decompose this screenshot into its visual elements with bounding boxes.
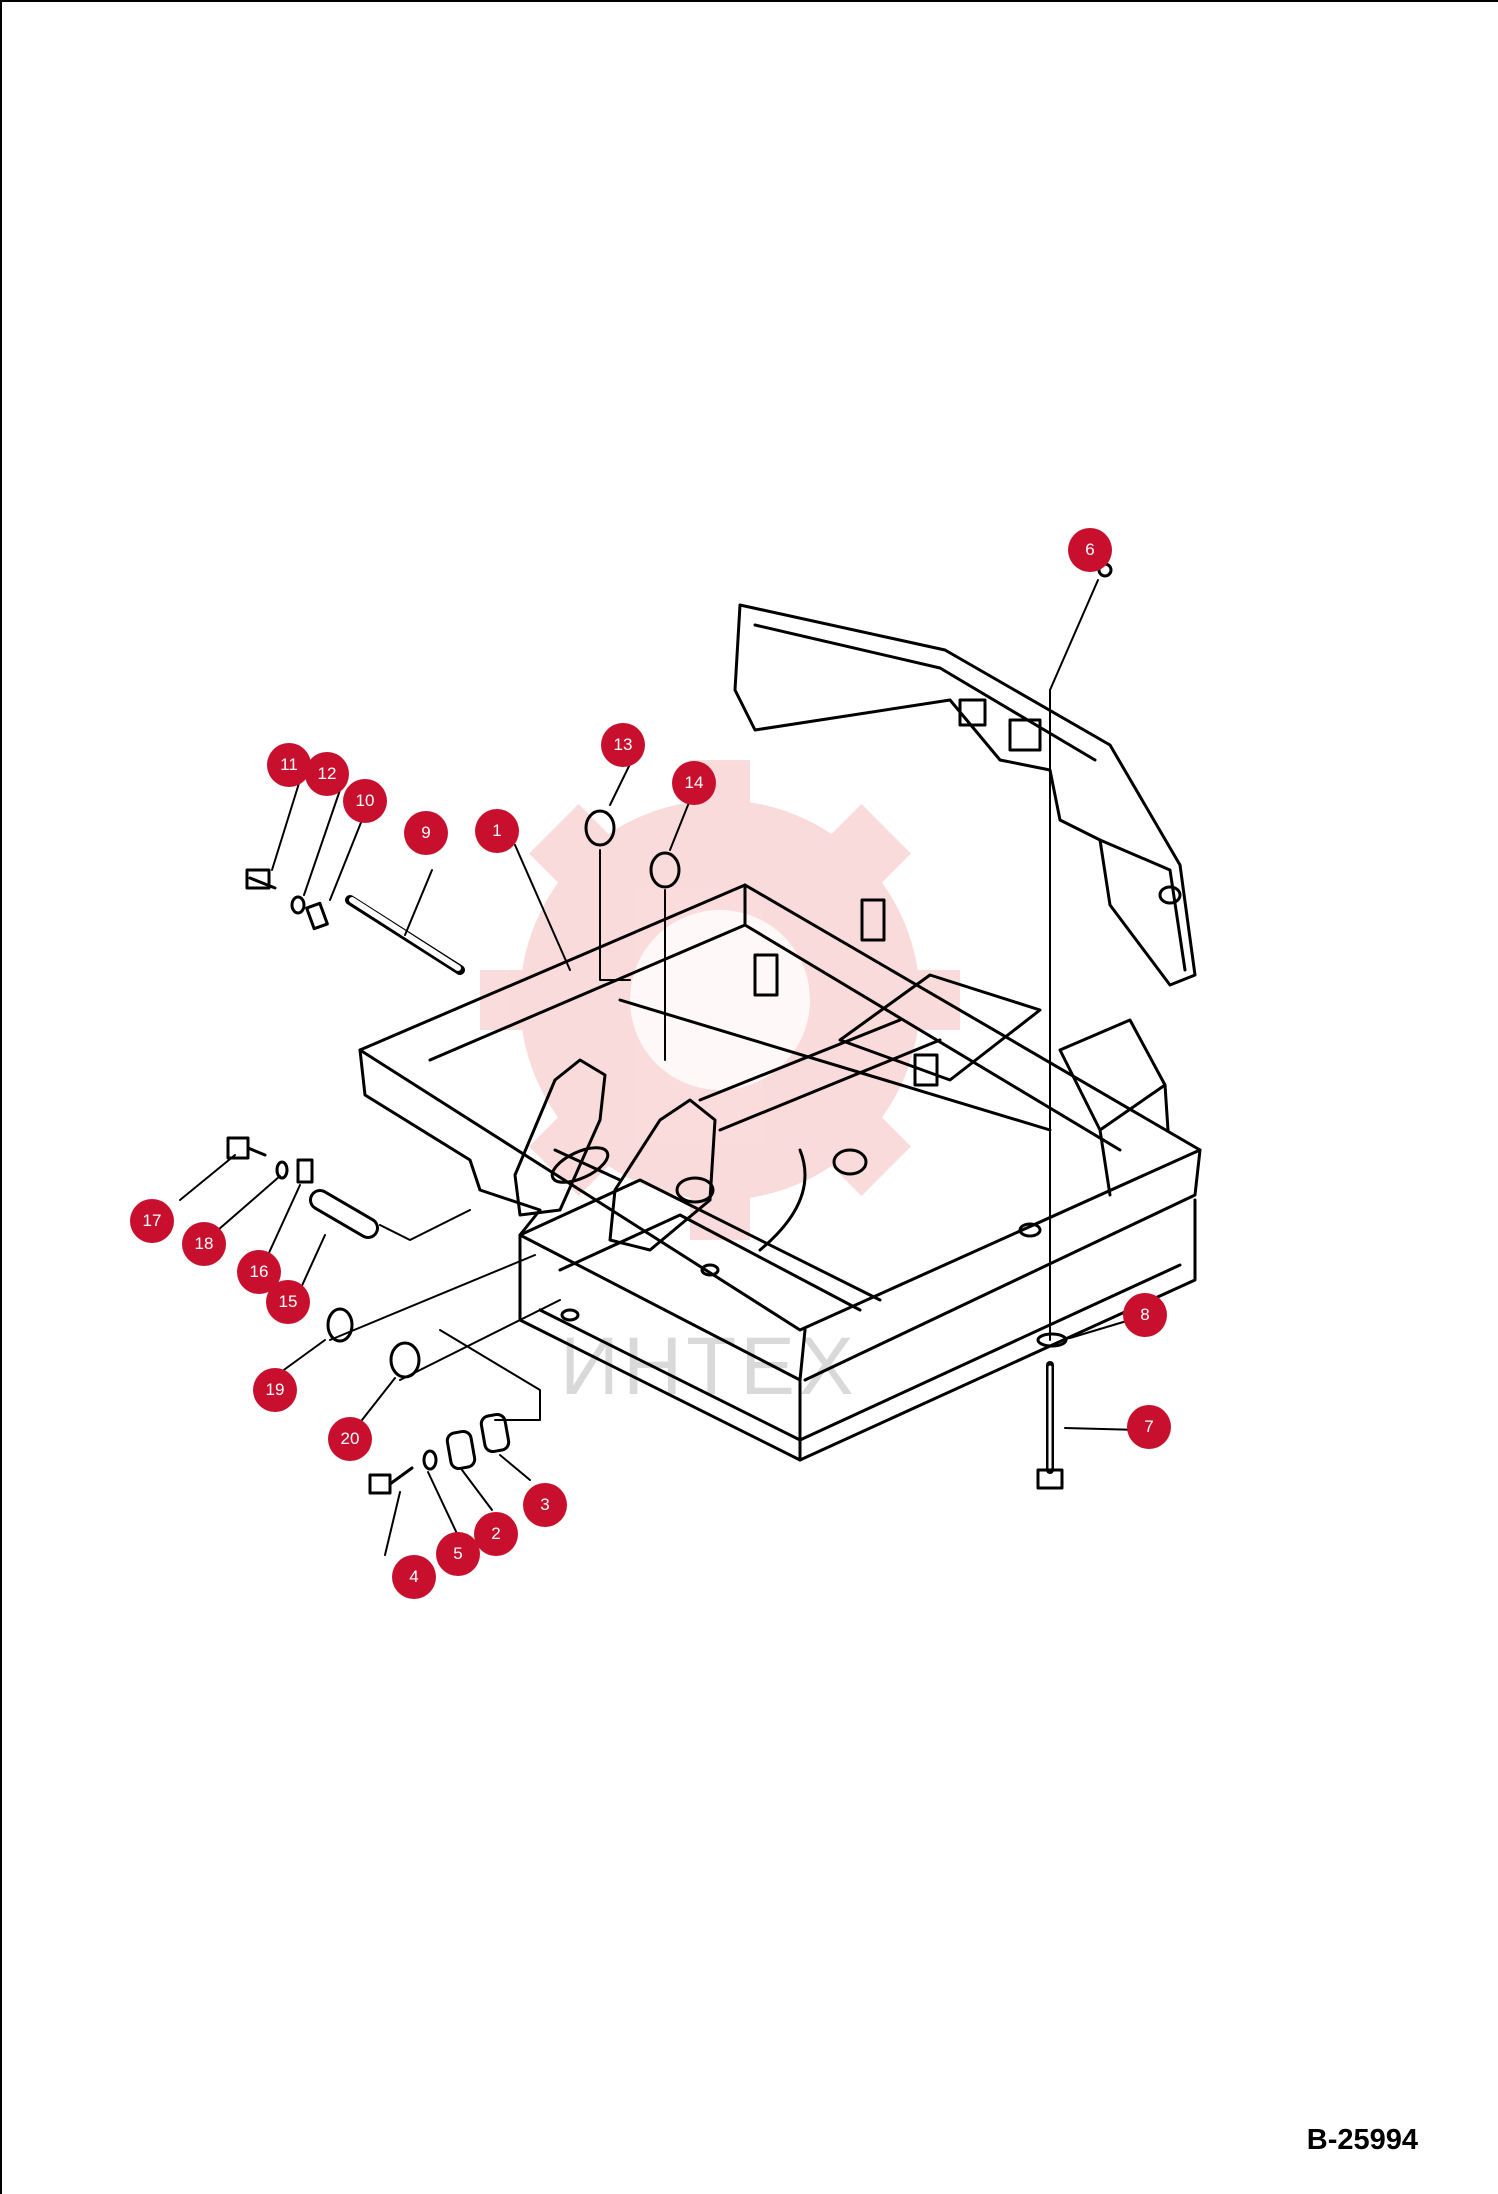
leader-lines [179, 579, 1141, 1556]
callout-4[interactable]: 4 [392, 1555, 436, 1599]
callout-9[interactable]: 9 [404, 811, 448, 855]
callout-6[interactable]: 6 [1068, 528, 1112, 572]
callout-7[interactable]: 7 [1127, 1405, 1171, 1449]
callout-11[interactable]: 11 [267, 743, 311, 787]
side-panel [733, 603, 1197, 987]
small-parts [226, 562, 1113, 1495]
callout-14[interactable]: 14 [672, 761, 716, 805]
callout-19[interactable]: 19 [253, 1368, 297, 1412]
callout-5[interactable]: 5 [436, 1532, 480, 1576]
callout-2[interactable]: 2 [474, 1512, 518, 1556]
callout-1[interactable]: 1 [475, 809, 519, 853]
callout-3[interactable]: 3 [523, 1483, 567, 1527]
main-frame [309, 883, 1202, 1462]
callout-20[interactable]: 20 [328, 1417, 372, 1461]
callout-17[interactable]: 17 [130, 1199, 174, 1243]
callout-18[interactable]: 18 [182, 1222, 226, 1266]
callout-12[interactable]: 12 [305, 752, 349, 796]
callout-10[interactable]: 10 [343, 779, 387, 823]
callout-13[interactable]: 13 [601, 723, 645, 767]
callout-8[interactable]: 8 [1123, 1293, 1167, 1337]
callout-15[interactable]: 15 [266, 1280, 310, 1324]
figure-code: B-25994 [1306, 2124, 1418, 2156]
